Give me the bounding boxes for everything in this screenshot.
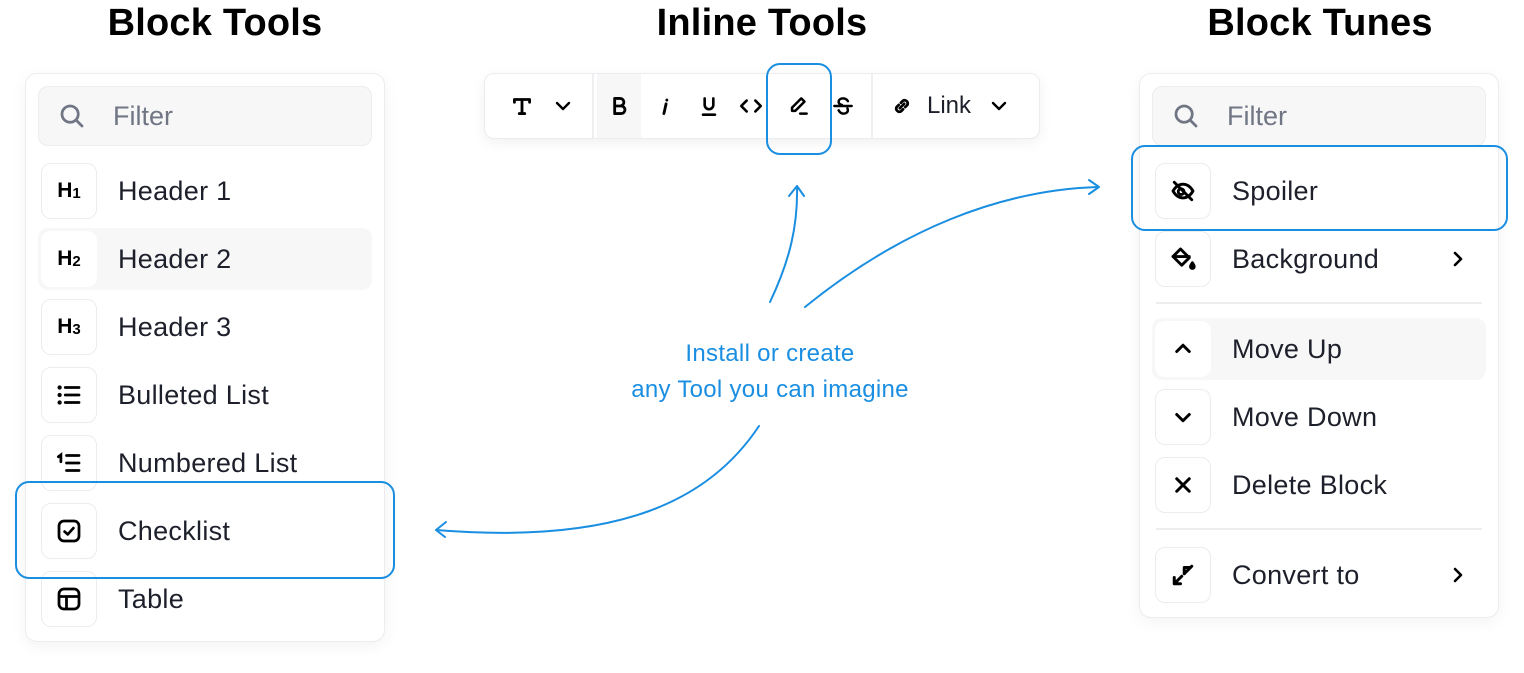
text-type-icon: [513, 98, 531, 115]
block-tool-checklist[interactable]: Checklist: [38, 500, 372, 562]
filter-placeholder: Filter: [1227, 100, 1287, 131]
block-tune-spoiler[interactable]: Spoiler: [1152, 160, 1486, 222]
strikethrough-icon: [833, 97, 853, 115]
convert-icon: [1155, 547, 1211, 603]
link-label: Link: [927, 92, 972, 119]
item-label: Header 3: [118, 311, 232, 342]
link-icon: [894, 98, 910, 114]
caption-line-2: any Tool you can imagine: [631, 376, 909, 403]
search-icon: [1174, 104, 1198, 128]
convert-to-dropdown[interactable]: [495, 74, 589, 138]
item-label: Header 1: [118, 175, 232, 206]
block-tune-delete-block[interactable]: Delete Block: [1152, 454, 1486, 516]
item-label: Bulleted List: [118, 379, 269, 410]
search-icon: [60, 104, 84, 128]
caption: Install or create any Tool you can imagi…: [600, 336, 940, 408]
spoiler-icon: [1155, 163, 1211, 219]
marker-button[interactable]: [775, 74, 821, 138]
chevron-right-icon: [1453, 251, 1463, 267]
marker-icon: [790, 97, 808, 115]
menu-separator: [1156, 528, 1482, 530]
bold-icon: [613, 97, 627, 115]
toolbar-divider: [592, 74, 594, 138]
block-tune-move-down[interactable]: Move Down: [1152, 386, 1486, 448]
block-tool-table[interactable]: Table: [38, 568, 372, 630]
italic-icon: [662, 98, 669, 115]
block-tune-convert-to[interactable]: Convert to: [1152, 544, 1486, 606]
block-tool-bulleted-list[interactable]: Bulleted List: [38, 364, 372, 426]
inline-code-icon: [739, 99, 763, 113]
arrow-to-marker: [769, 185, 799, 303]
arrow-to-checklist: [435, 425, 760, 534]
block-tools-title: Block Tools: [107, 2, 323, 44]
inline-code-button[interactable]: [731, 74, 771, 138]
block-tool-numbered-list[interactable]: Numbered List: [38, 432, 372, 494]
underline-icon: [701, 97, 717, 116]
numbered-list-icon: [41, 435, 97, 491]
item-label: Numbered List: [118, 447, 298, 478]
chevron-right-icon: [1453, 567, 1463, 583]
item-label: Move Down: [1232, 401, 1378, 432]
item-label: Table: [118, 583, 185, 614]
close-icon: [1155, 457, 1211, 513]
chevron-down-icon: [991, 101, 1007, 111]
item-label: Checklist: [118, 515, 231, 546]
chevron-down-icon: [555, 101, 571, 111]
paint-bucket-icon: [1155, 231, 1211, 287]
chevron-up-icon: [1155, 321, 1211, 377]
link-dropdown[interactable]: Link: [889, 74, 1039, 138]
block-tunes-title: Block Tunes: [1207, 2, 1433, 44]
caption-line-1: Install or create: [685, 340, 855, 367]
block-tunes-panel: Filter Spoiler Background Move Up Move D…: [1139, 73, 1499, 618]
chevron-down-icon: [1155, 389, 1211, 445]
item-label: Header 2: [118, 243, 232, 274]
filter-placeholder: Filter: [113, 100, 173, 131]
underline-button[interactable]: [689, 74, 729, 138]
block-tunes-filter-input[interactable]: Filter: [1152, 86, 1486, 146]
arrow-to-spoiler: [804, 186, 1099, 308]
strikethrough-button[interactable]: [823, 74, 863, 138]
inline-tools-title: Inline Tools: [656, 2, 868, 44]
item-label: Background: [1232, 243, 1380, 274]
checklist-icon: [41, 503, 97, 559]
table-icon: [41, 571, 97, 627]
block-tune-move-up[interactable]: Move Up: [1152, 318, 1486, 380]
item-label: Delete Block: [1232, 469, 1388, 500]
item-label: Spoiler: [1232, 175, 1319, 206]
italic-button[interactable]: [645, 74, 685, 138]
bulleted-list-icon: [41, 367, 97, 423]
menu-separator: [1156, 302, 1482, 304]
item-label: Move Up: [1232, 333, 1343, 364]
item-label: Convert to: [1232, 559, 1360, 590]
inline-toolbar: Link: [484, 73, 1040, 139]
bold-button[interactable]: [597, 74, 641, 138]
block-tools-filter-input[interactable]: Filter: [38, 86, 372, 146]
block-tune-background[interactable]: Background: [1152, 228, 1486, 290]
toolbar-divider: [871, 74, 873, 138]
